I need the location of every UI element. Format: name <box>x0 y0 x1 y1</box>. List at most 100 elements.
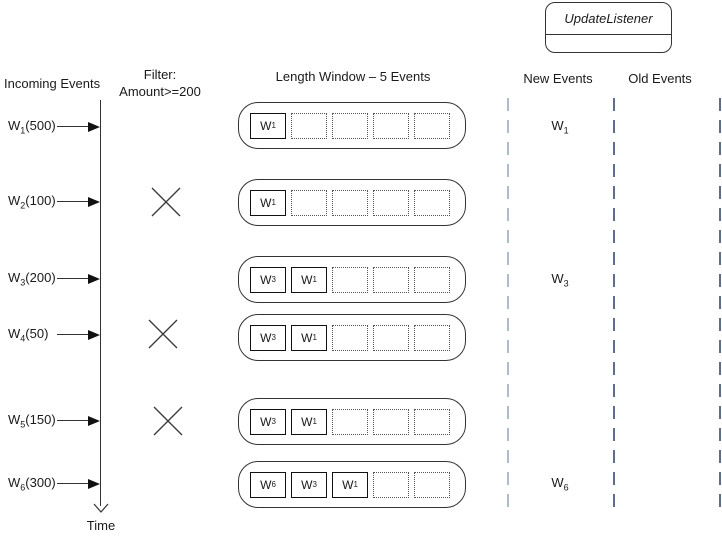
event-amount: (300) <box>25 475 56 490</box>
update-listener-title: UpdateListener <box>546 3 671 35</box>
column-divider-new-old-events <box>613 98 615 516</box>
window-slot-empty <box>373 112 409 139</box>
incoming-event-label: W4(50) <box>8 326 48 344</box>
event-subscript: 1 <box>20 125 26 136</box>
filter-discard-x-icon <box>153 406 183 436</box>
event-subscript: 2 <box>20 200 26 211</box>
event-name: W <box>8 475 21 490</box>
new-event-label: W6 <box>528 475 592 493</box>
arrow-shaft <box>57 126 91 127</box>
event-subscript: 3 <box>563 278 569 289</box>
event-subscript: 1 <box>563 125 569 136</box>
event-name: W <box>8 193 21 208</box>
window-slot-empty <box>291 112 327 139</box>
old-events-header: Old Events <box>628 71 692 86</box>
time-axis-arrowhead-icon <box>93 503 109 513</box>
window-slot-empty <box>414 112 450 139</box>
window-slot-empty <box>332 189 368 216</box>
event-subscript: 5 <box>20 419 26 430</box>
event-name: W <box>8 326 21 341</box>
window-slot-empty <box>373 189 409 216</box>
event-arrow <box>57 330 100 340</box>
arrowhead-icon <box>88 330 100 340</box>
event-amount: (200) <box>25 270 56 285</box>
window-slot-empty <box>414 408 450 435</box>
arrow-shaft <box>57 483 91 484</box>
arrowhead-icon <box>88 274 100 284</box>
window-slot-empty <box>414 189 450 216</box>
event-name: W <box>551 118 564 133</box>
filter-header: Filter: Amount>=200 <box>108 66 212 100</box>
incoming-events-header: Incoming Events <box>4 76 101 91</box>
column-divider-new-events-left <box>507 98 509 516</box>
event-name: W <box>8 270 21 285</box>
event-amount: (50) <box>25 326 49 341</box>
window-slot-empty <box>414 324 450 351</box>
incoming-event-label: W6(300) <box>8 475 56 493</box>
window-slot-empty <box>332 324 368 351</box>
event-arrow <box>57 197 100 207</box>
filter-header-line2: Amount>=200 <box>119 84 201 99</box>
update-listener-box: UpdateListener <box>545 2 672 53</box>
event-arrow <box>57 416 100 426</box>
window-slot-empty <box>332 112 368 139</box>
window-slot-empty <box>332 408 368 435</box>
window-slot-empty <box>414 266 450 293</box>
new-events-header: New Events <box>523 71 593 86</box>
new-event-label: W1 <box>528 118 592 136</box>
window-slot-empty <box>373 324 409 351</box>
window-slot-empty <box>332 266 368 293</box>
event-arrow <box>57 122 100 132</box>
filter-discard-x-icon <box>151 187 181 217</box>
incoming-event-label: W2(100) <box>8 193 56 211</box>
event-name: W <box>8 412 21 427</box>
event-subscript: 3 <box>20 277 26 288</box>
arrowhead-icon <box>88 416 100 426</box>
event-amount: (150) <box>25 412 56 427</box>
window-slot-empty <box>373 471 409 498</box>
event-subscript: 6 <box>20 482 26 493</box>
incoming-event-label: W5(150) <box>8 412 56 430</box>
update-listener-compartment <box>546 35 671 52</box>
event-amount: (500) <box>25 118 56 133</box>
new-event-label: W3 <box>528 271 592 289</box>
time-axis-label: Time <box>86 518 116 533</box>
incoming-event-label: W3(200) <box>8 270 56 288</box>
window-slot-empty <box>373 408 409 435</box>
arrowhead-icon <box>88 122 100 132</box>
arrow-shaft <box>57 278 91 279</box>
event-arrow <box>57 274 100 284</box>
window-slot-empty <box>414 471 450 498</box>
column-divider-old-events-right <box>719 98 721 516</box>
event-subscript: 6 <box>563 482 569 493</box>
arrow-shaft <box>57 420 91 421</box>
filter-header-line1: Filter: <box>143 67 177 82</box>
window-slot-empty <box>373 266 409 293</box>
arrow-shaft <box>57 334 91 335</box>
event-subscript: 4 <box>20 333 26 344</box>
length-window-header: Length Window – 5 Events <box>275 69 431 84</box>
time-axis-line <box>100 100 101 506</box>
event-arrow <box>57 479 100 489</box>
incoming-event-label: W1(500) <box>8 118 56 136</box>
arrowhead-icon <box>88 197 100 207</box>
filter-discard-x-icon <box>148 319 178 349</box>
event-name: W <box>8 118 21 133</box>
event-name: W <box>551 271 564 286</box>
